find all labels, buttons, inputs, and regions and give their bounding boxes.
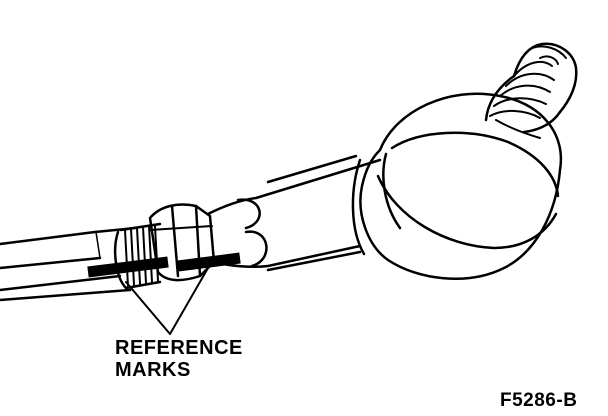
reference-marks-label-line2: MARKS bbox=[115, 359, 191, 381]
callout-leaders bbox=[125, 267, 209, 335]
reference-marks-label: REFERENCE MARKS bbox=[115, 337, 243, 381]
leader-line-left bbox=[125, 281, 171, 335]
reference-mark-rod bbox=[87, 256, 169, 278]
reference-marks-label-line1: REFERENCE bbox=[115, 337, 243, 359]
leader-line-right bbox=[169, 267, 209, 335]
reference-mark-end bbox=[177, 252, 241, 272]
tie-rod-end-body bbox=[206, 154, 382, 272]
ball-stud bbox=[484, 42, 578, 134]
figure-id: F5286-B bbox=[500, 390, 578, 411]
reference-marks bbox=[87, 252, 241, 278]
ball-socket-housing bbox=[359, 92, 563, 280]
